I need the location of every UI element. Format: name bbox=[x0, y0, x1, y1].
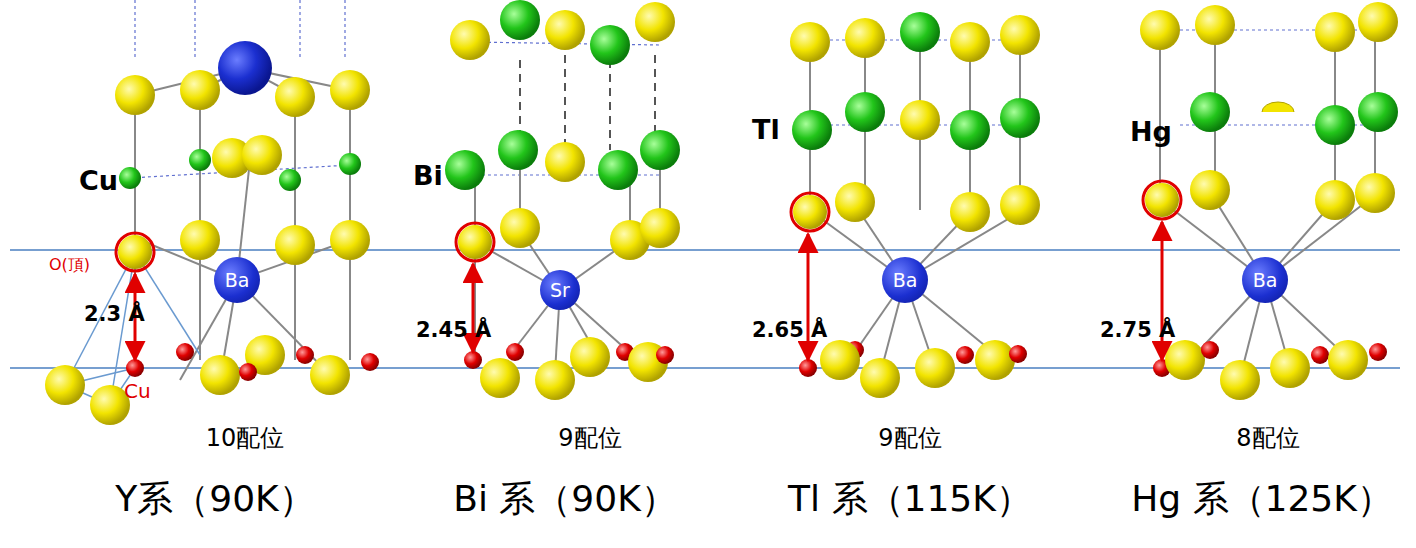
atom-sphere: Sr bbox=[540, 270, 580, 310]
distance-label: 2.3 Å bbox=[84, 302, 145, 326]
atom-sphere: Ba bbox=[214, 257, 260, 303]
atom-label: Cu bbox=[124, 380, 151, 403]
coordination-label: 10配位 bbox=[206, 425, 285, 453]
distance-label: 2.45 Å bbox=[416, 318, 491, 342]
atom-label: Bi bbox=[413, 160, 443, 191]
system-title: Bi 系（90K） bbox=[453, 478, 677, 519]
atom-sphere: Ba bbox=[882, 257, 928, 303]
atom-label: Cu bbox=[79, 165, 118, 196]
atom-symbol: Ba bbox=[225, 269, 250, 291]
atom-label: O(頂) bbox=[49, 256, 90, 274]
atom-label: Hg bbox=[1130, 116, 1172, 147]
atom-symbol: Sr bbox=[550, 279, 570, 301]
distance-label: 2.75 Å bbox=[1100, 318, 1175, 342]
atom-symbol: Ba bbox=[1253, 269, 1278, 291]
coordination-label: 9配位 bbox=[878, 425, 941, 453]
system-title: Y系（90K） bbox=[115, 478, 314, 519]
system-title: Tl 系（115K） bbox=[788, 478, 1032, 519]
coordination-label: 9配位 bbox=[558, 425, 621, 453]
atom-sphere: Ba bbox=[1242, 257, 1288, 303]
system-title: Hg 系（125K） bbox=[1131, 478, 1393, 519]
coordination-label: 8配位 bbox=[1236, 425, 1299, 453]
atom-symbol: Ba bbox=[893, 269, 918, 291]
atom-label: Tl bbox=[752, 114, 780, 145]
distance-label: 2.65 Å bbox=[752, 318, 827, 342]
